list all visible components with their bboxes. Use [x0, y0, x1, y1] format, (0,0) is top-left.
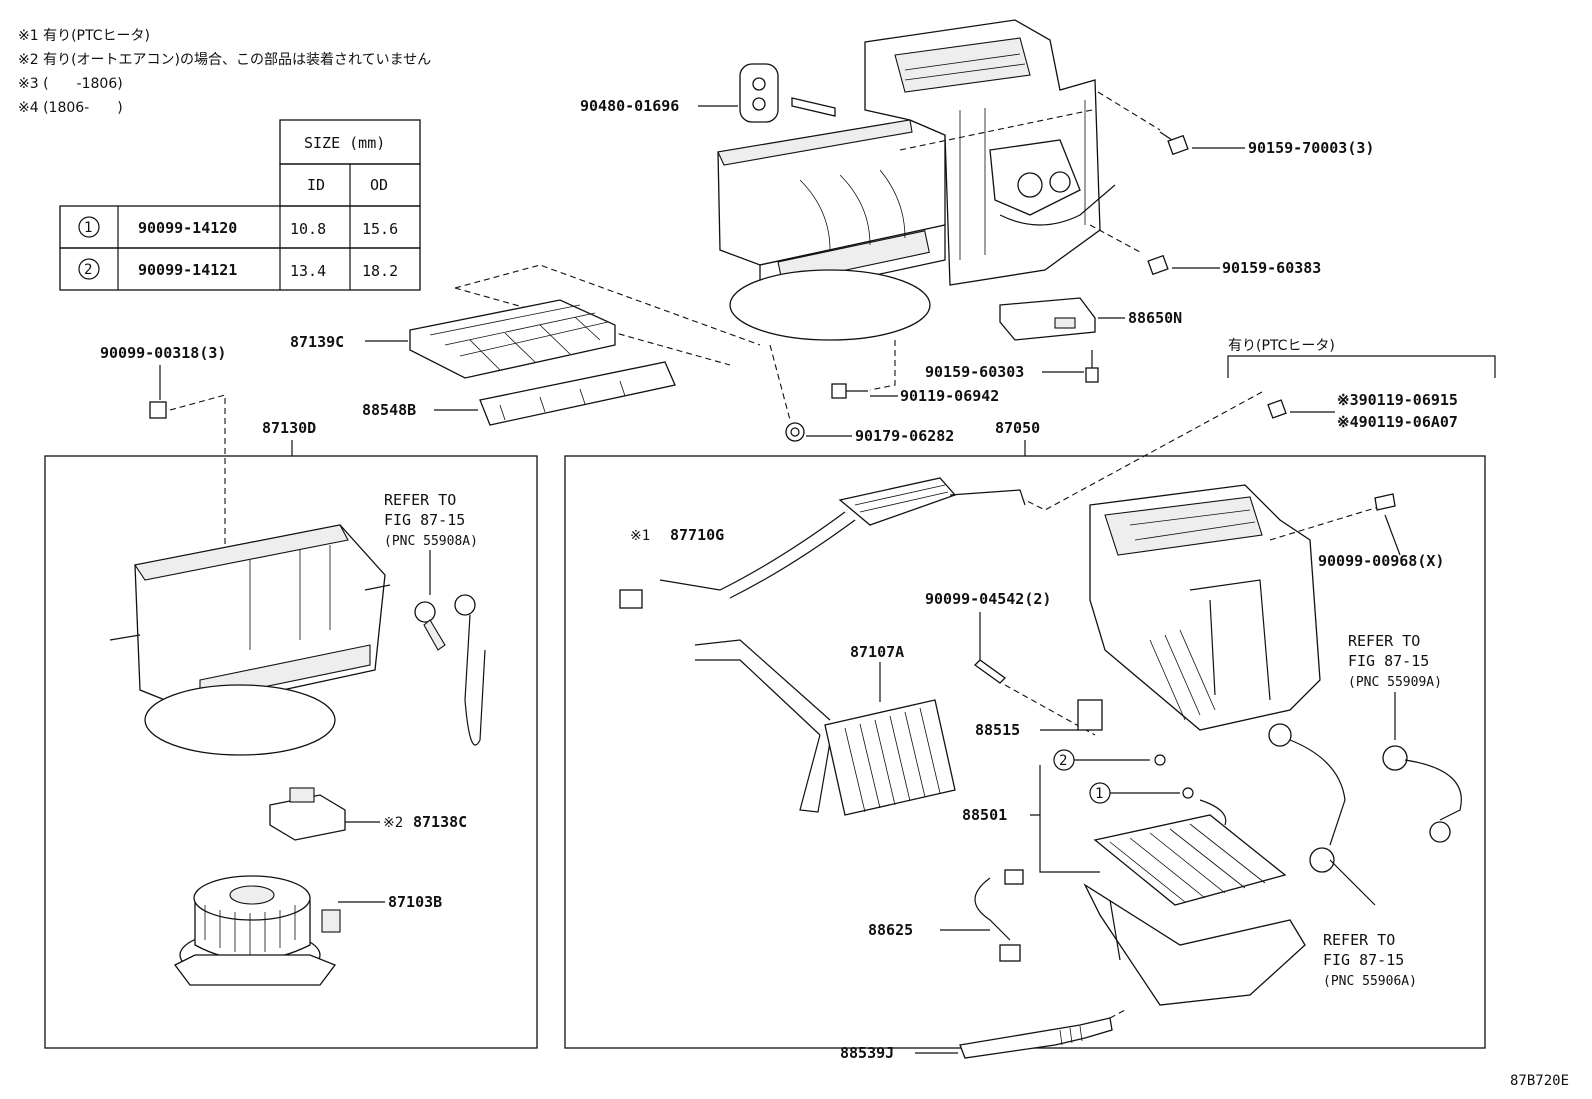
ref1-line1: REFER TO — [384, 491, 456, 509]
row1-part: 90099-14120 — [138, 219, 237, 237]
label-90119-06A07: ※490119-06A07 — [1337, 413, 1458, 431]
label-90099-00318: 90099-00318(3) — [100, 344, 226, 362]
part-88650N: 88650N — [999, 297, 1182, 341]
notes: ※1 有り(PTCヒータ) ※2 有り(オートエアコン)の場合、この部品は装着さ… — [18, 28, 431, 116]
row2-id: 13.4 — [290, 262, 326, 280]
label-90480-01696: 90480-01696 — [580, 97, 679, 115]
label-90099-00968: 90099-00968(X) — [1318, 552, 1444, 570]
ref2-line2: FIG 87-15 — [1348, 652, 1429, 670]
nut-90179-06282: 90179-06282 — [769, 344, 954, 445]
note-1: ※1 有り(PTCヒータ) — [18, 28, 150, 44]
filter-87139C: 87139C — [290, 264, 761, 379]
label-88548B: 88548B — [362, 401, 416, 419]
oring-mark-2: 2 — [1059, 753, 1067, 769]
label-90159-70003: 90159-70003(3) — [1248, 139, 1374, 157]
label-87138C: 87138C — [413, 813, 467, 831]
col-id: ID — [307, 176, 325, 194]
label-90159-60303: 90159-60303 — [925, 363, 1024, 381]
bolt-90099-00318: 90099-00318(3) — [100, 344, 226, 620]
screw-90159-60303: 90159-60303 — [925, 350, 1099, 383]
figure-code: 87B720E — [1510, 1073, 1569, 1089]
row2-mark: 2 — [84, 262, 92, 278]
row1-id: 10.8 — [290, 220, 326, 238]
note-3: ※3 ( -1806) — [18, 76, 123, 92]
size-table: SIZE (mm) ID OD 1 90099-14120 10.8 15.6 … — [59, 119, 421, 291]
row1-mark: 1 — [84, 220, 92, 236]
screw-90159-60383: 90159-60383 — [1089, 224, 1321, 277]
ref1-line3: (PNC 55908A) — [384, 534, 478, 549]
mark-87138C: ※2 — [383, 815, 403, 831]
ref3-line2: FIG 87-15 — [1323, 951, 1404, 969]
ref3-line1: REFER TO — [1323, 931, 1395, 949]
main-hvac-assembly — [717, 19, 1116, 341]
label-90099-04542: 90099-04542(2) — [925, 590, 1051, 608]
row1-od: 15.6 — [362, 220, 398, 238]
label-ptc: 有り(PTCヒータ) — [1228, 338, 1335, 354]
label-87050: 87050 — [995, 419, 1040, 437]
label-87103B: 87103B — [388, 893, 442, 911]
label-90119-06942: 90119-06942 — [900, 387, 999, 405]
note-2: ※2 有り(オートエアコン)の場合、この部品は装着されていません — [18, 52, 431, 68]
ref2-line3: (PNC 55909A) — [1348, 675, 1442, 690]
mark-87710G: ※1 — [630, 528, 650, 544]
col-od: OD — [370, 176, 388, 194]
label-87139C: 87139C — [290, 333, 344, 351]
group-87130D: 87130D ※2 87138C 87103B REFER TO FIG 87-… — [44, 419, 538, 1049]
size-header: SIZE (mm) — [304, 134, 385, 152]
group-87050: 87050 有り(PTCヒータ) ※390119-06915 ※490119-0… — [564, 338, 1496, 1062]
screw-90159-70003: 90159-70003(3) — [899, 91, 1374, 157]
label-87107A: 87107A — [850, 643, 904, 661]
row2-od: 18.2 — [362, 262, 398, 280]
bolt-90119-06942: 90119-06942 — [831, 340, 999, 405]
oring-mark-1: 1 — [1095, 786, 1103, 802]
label-90119-06915: ※390119-06915 — [1337, 391, 1458, 409]
label-88539J: 88539J — [840, 1044, 894, 1062]
row2-part: 90099-14121 — [138, 261, 237, 279]
ref2-line1: REFER TO — [1348, 632, 1420, 650]
label-88625: 88625 — [868, 921, 913, 939]
ref1-line2: FIG 87-15 — [384, 511, 465, 529]
ref3-line3: (PNC 55906A) — [1323, 974, 1417, 989]
label-90179-06282: 90179-06282 — [855, 427, 954, 445]
note-4: ※4 (1806- ) — [18, 100, 123, 116]
label-87130D: 87130D — [262, 419, 316, 437]
label-88501: 88501 — [962, 806, 1007, 824]
label-87710G: 87710G — [670, 526, 724, 544]
grommet-90480: 90480-01696 — [580, 63, 836, 123]
label-90159-60383: 90159-60383 — [1222, 259, 1321, 277]
box-87130D — [44, 455, 538, 1049]
label-88650N: 88650N — [1128, 309, 1182, 327]
part-88548B: 88548B — [362, 361, 676, 426]
label-88515: 88515 — [975, 721, 1020, 739]
